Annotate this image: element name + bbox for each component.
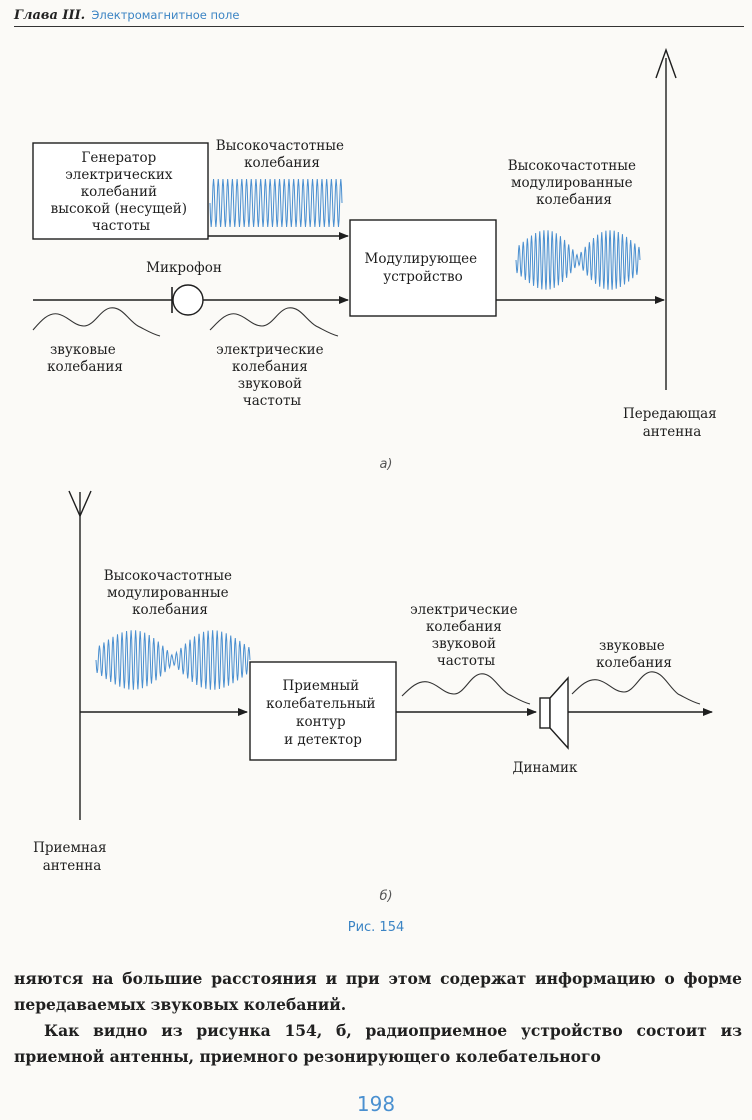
- microphone-icon: [172, 284, 204, 316]
- electric-wave-a: [209, 307, 339, 337]
- electric-label-a: электрические колебания звуковой частоты: [216, 342, 328, 409]
- modulated-wave-b: [95, 630, 251, 690]
- modulated-label-b: Высокочастотные модулированные колебания: [104, 568, 237, 618]
- modulated-label-a: Высокочастотные модулированные колебания: [508, 158, 641, 208]
- figure-b: Приемная антенна Высокочастотные модулир…: [33, 490, 713, 904]
- speaker-magnet: [539, 697, 551, 729]
- electric-wave-b: [401, 673, 531, 705]
- figure-caption: Рис. 154: [347, 920, 405, 935]
- receiver-label: Приемный колебательный контур и детектор: [266, 678, 380, 748]
- chapter-label: Глава III.: [14, 8, 86, 23]
- paragraph-2: Как видно из рисунка 154, б, радиоприемн…: [14, 1021, 742, 1066]
- speaker-icon: [549, 676, 569, 750]
- figure-b-marker: б): [379, 889, 392, 904]
- generator-label: Генератор электрических колебаний высоко…: [51, 150, 192, 234]
- modulator-label: Модулирующее устройство: [365, 251, 482, 285]
- sound-label-b: звуковые колебания: [596, 638, 672, 671]
- chapter-topic: Электромагнитное поле: [91, 8, 240, 22]
- sound-wave-b: [571, 671, 701, 705]
- modulated-wave-a: [515, 230, 641, 290]
- electric-label-b: электрические колебания звуковой частоты: [410, 602, 522, 669]
- page-number: 198: [356, 1092, 396, 1116]
- transmitting-antenna-label: Передающая антенна: [623, 406, 721, 440]
- receiver-box: [249, 661, 397, 761]
- modulator-box: [349, 219, 497, 317]
- sound-wave-a: [32, 307, 161, 337]
- running-header: Глава III. Электромагнитное поле: [14, 6, 744, 27]
- transmitting-antenna-tip: [655, 47, 677, 79]
- figure-a-marker: а): [379, 457, 392, 472]
- hf-label: Высокочастотные колебания: [216, 138, 349, 171]
- figure-a: Генератор электрических колебаний высоко…: [32, 47, 721, 472]
- receiving-antenna-label: Приемная антенна: [33, 840, 111, 874]
- microphone-label: Микрофон: [146, 260, 222, 276]
- paragraph-1: няются на большие расстояния и при этом …: [14, 969, 742, 1014]
- receiving-antenna-tip: [68, 490, 92, 518]
- speaker-label: Динамик: [513, 760, 579, 776]
- sound-label-a: звуковые колебания: [47, 342, 123, 375]
- generator-box: [32, 142, 209, 240]
- carrier-wave: [209, 178, 343, 228]
